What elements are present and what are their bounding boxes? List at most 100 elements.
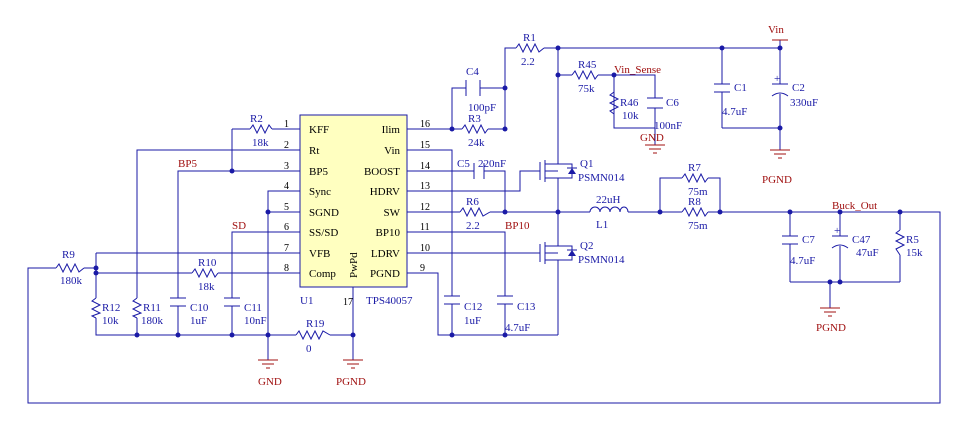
ic-ref: U1 — [300, 295, 313, 307]
pin-num-4: 4 — [284, 181, 289, 192]
svg-text:1uF: 1uF — [190, 315, 207, 327]
svg-text:10k: 10k — [622, 110, 639, 122]
pin-num-7: 7 — [284, 243, 289, 254]
capacitor-c6[interactable]: C6 100nF — [647, 97, 682, 132]
svg-text:C13: C13 — [517, 301, 536, 313]
ic-left-pins — [276, 128, 300, 274]
svg-text:2.2: 2.2 — [521, 56, 535, 68]
resistor-r45[interactable]: R45 75k — [571, 59, 599, 95]
pin-num-1: 1 — [284, 119, 289, 130]
svg-text:100nF: 100nF — [654, 120, 682, 132]
ic-u1[interactable]: KFF Rt BP5 Sync SGND SS/SD VFB Comp 1 2 … — [276, 114, 432, 310]
svg-text:C1: C1 — [734, 82, 747, 94]
ic-right-pins — [407, 128, 432, 274]
svg-text:4.7uF: 4.7uF — [790, 255, 815, 267]
net-buck-out: Buck_Out — [832, 200, 877, 212]
pad-label: PwPd — [348, 252, 360, 278]
pin-label-vin: Vin — [384, 145, 400, 157]
svg-text:R45: R45 — [578, 59, 597, 71]
capacitor-c5[interactable]: C5 220nF — [457, 158, 506, 179]
svg-text:18k: 18k — [252, 137, 269, 149]
inductor-l1[interactable]: 22uH L1 — [589, 194, 629, 231]
svg-text:0: 0 — [306, 343, 312, 355]
resistor-r6[interactable]: R6 2.2 — [459, 196, 491, 232]
svg-text:C7: C7 — [802, 234, 815, 246]
pin-label-kff: KFF — [309, 124, 329, 136]
resistor-r46[interactable]: R46 10k — [608, 91, 639, 122]
resistor-r9[interactable]: R9 180k — [55, 249, 85, 287]
svg-text:PSMN014: PSMN014 — [578, 254, 625, 266]
svg-text:PGND: PGND — [762, 174, 792, 186]
pin-num-9: 9 — [420, 263, 425, 274]
pad-pin-num: 17 — [343, 297, 353, 308]
wires — [27, 40, 941, 404]
svg-text:R9: R9 — [62, 249, 75, 261]
svg-text:L1: L1 — [596, 219, 608, 231]
resistor-r11[interactable]: R11 180k — [131, 297, 164, 327]
svg-text:220nF: 220nF — [478, 158, 506, 170]
svg-text:GND: GND — [258, 376, 282, 388]
capacitor-c4[interactable]: C4 100pF — [465, 66, 496, 114]
svg-text:R46: R46 — [620, 97, 639, 109]
svg-text:R1: R1 — [523, 32, 536, 44]
capacitor-c13[interactable]: C13 4.7uF — [497, 295, 536, 334]
resistor-r2[interactable]: R2 18k — [249, 113, 273, 149]
resistor-r7[interactable]: R7 75m — [681, 162, 709, 198]
svg-text:R5: R5 — [906, 234, 919, 246]
mosfet-q1[interactable]: Q1 PSMN014 — [539, 148, 625, 190]
pin-label-bp10: BP10 — [376, 227, 401, 239]
ground-pgnd-vin: PGND — [762, 149, 792, 186]
resistor-r12[interactable]: R12 10k — [90, 297, 120, 327]
resistor-r3[interactable]: R3 24k — [461, 113, 489, 149]
resistor-r5[interactable]: R5 15k — [894, 229, 923, 259]
pin-label-ilim: Ilim — [382, 124, 401, 136]
capacitor-c10[interactable]: C10 1uF — [170, 297, 209, 327]
svg-text:C6: C6 — [666, 97, 679, 109]
resistor-r10[interactable]: R10 18k — [191, 257, 219, 293]
svg-text:C4: C4 — [466, 66, 479, 78]
ground-pgnd-out: PGND — [816, 307, 846, 334]
capacitor-c7[interactable]: C7 4.7uF — [782, 234, 815, 267]
capacitor-c1[interactable]: C1 4.7uF — [714, 82, 747, 118]
pin-label-vfb: VFB — [309, 248, 330, 260]
capacitor-c12[interactable]: C12 1uF — [444, 295, 482, 327]
capacitor-c11[interactable]: C11 10nF — [224, 297, 267, 327]
svg-text:15k: 15k — [906, 247, 923, 259]
ground-gnd-left: GND — [258, 359, 282, 388]
pin-label-boost: BOOST — [364, 166, 400, 178]
svg-text:180k: 180k — [60, 275, 83, 287]
ic-body — [299, 114, 408, 288]
svg-text:24k: 24k — [468, 137, 485, 149]
pin-label-rt: Rt — [309, 145, 319, 157]
pin-label-ldrv: LDRV — [371, 248, 400, 260]
pin-label-ss-sd: SS/SD — [309, 227, 338, 239]
svg-text:PGND: PGND — [336, 376, 366, 388]
pin-label-hdrv: HDRV — [370, 186, 400, 198]
svg-text:180k: 180k — [141, 315, 164, 327]
pin-num-3: 3 — [284, 161, 289, 172]
capacitor-c2[interactable]: + C2 330uF — [771, 73, 818, 109]
pin-label-pgnd: PGND — [370, 268, 400, 280]
pin-num-13: 13 — [420, 181, 430, 192]
pin-num-14: 14 — [420, 161, 430, 172]
resistor-r19[interactable]: R19 0 — [295, 318, 331, 355]
capacitor-c47[interactable]: + C47 47uF — [831, 225, 879, 259]
svg-text:PSMN014: PSMN014 — [578, 172, 625, 184]
svg-text:2.2: 2.2 — [466, 220, 480, 232]
svg-text:+: + — [834, 225, 840, 237]
pin-num-15: 15 — [420, 140, 430, 151]
pin-num-2: 2 — [284, 140, 289, 151]
svg-text:75m: 75m — [688, 220, 708, 232]
net-sd: SD — [232, 220, 246, 232]
pin-label-comp: Comp — [309, 268, 336, 280]
ground-gnd-sense: GND — [640, 132, 665, 154]
pin-num-12: 12 — [420, 202, 430, 213]
pin-label-sync: Sync — [309, 186, 331, 198]
mosfet-q2[interactable]: Q2 PSMN014 — [539, 230, 625, 272]
svg-text:C2: C2 — [792, 82, 805, 94]
resistor-r8[interactable]: R8 75m — [681, 196, 709, 232]
resistor-r1[interactable]: R1 2.2 — [515, 32, 545, 68]
svg-text:+: + — [774, 73, 780, 85]
